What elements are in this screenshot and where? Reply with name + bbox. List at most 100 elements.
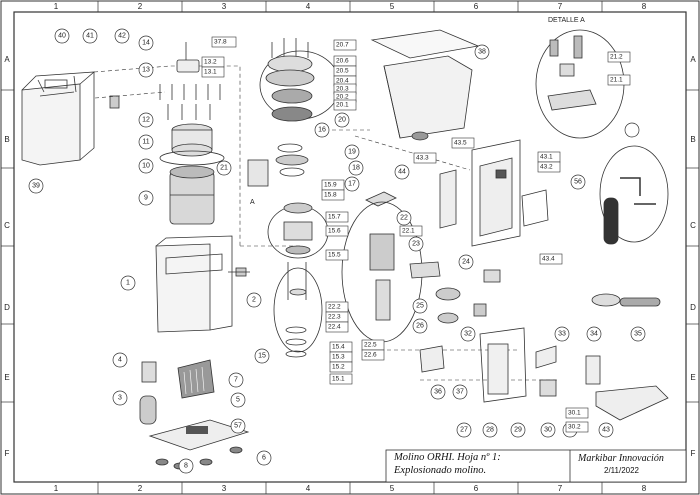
callout-number: 35 — [634, 331, 642, 338]
callout-number: 56 — [574, 179, 582, 186]
sub-item-label: 20.3 — [336, 86, 349, 93]
sub-item-label: 43.2 — [540, 164, 553, 171]
callout-number: 15 — [258, 353, 266, 360]
callout-number: 4 — [118, 357, 122, 364]
callout-number: 27 — [460, 427, 468, 434]
callout-number: 12 — [142, 117, 150, 124]
sub-item-label: 43.4 — [542, 256, 555, 263]
callout-number: 6 — [262, 455, 266, 462]
sub-item-label: 20.2 — [336, 94, 349, 101]
sub-item-label: 15.6 — [328, 228, 341, 235]
callout-number: 8 — [184, 463, 188, 470]
company-name: Markibar Innovación — [578, 453, 664, 464]
callout-number: 44 — [398, 169, 406, 176]
col-label-bottom: 6 — [474, 484, 479, 493]
detail-a-title: DETALLE A — [548, 17, 585, 24]
title-block — [385, 449, 687, 483]
row-label-right: A — [690, 55, 696, 64]
row-label-right: B — [690, 135, 695, 144]
row-label-right: E — [690, 373, 695, 382]
callout-number: 38 — [478, 49, 486, 56]
sub-item-label: 15.5 — [328, 252, 341, 259]
row-label-left: D — [4, 303, 10, 312]
callout-number: 28 — [486, 427, 494, 434]
callout-number: 5 — [236, 397, 240, 404]
sub-item-label: 20.5 — [336, 68, 349, 75]
sub-item-label: 20.1 — [336, 102, 349, 109]
sub-item-label: 15.8 — [324, 192, 337, 199]
sub-item-label: 22.2 — [328, 304, 341, 311]
callout-number: 9 — [144, 195, 148, 202]
callout-number: 22 — [400, 215, 408, 222]
callout-number: 20 — [338, 117, 346, 124]
row-label-left: C — [4, 221, 10, 230]
sub-item-label: 22.1 — [402, 228, 415, 235]
col-label-top: 7 — [558, 2, 563, 11]
sub-item-label: 30.1 — [568, 410, 581, 417]
row-label-left: A — [4, 55, 10, 64]
col-label-top: 1 — [54, 2, 59, 11]
sub-item-label: 43.3 — [416, 155, 429, 162]
callout-number: 30 — [544, 427, 552, 434]
col-label-top: 4 — [306, 2, 311, 11]
sub-item-label: 15.7 — [328, 214, 341, 221]
col-label-top: 5 — [390, 2, 395, 11]
callout-number: 41 — [86, 33, 94, 40]
callout-number: 25 — [416, 303, 424, 310]
sub-item-label: 22.4 — [328, 324, 341, 331]
callout-number: 2 — [252, 297, 256, 304]
exploded-parts — [21, 29, 669, 470]
detail-a-ref: A — [250, 199, 255, 206]
callout-number: 24 — [462, 259, 470, 266]
callout-number: 23 — [412, 241, 420, 248]
sub-item-label: 15.2 — [332, 364, 345, 371]
callout-number: 39 — [32, 183, 40, 190]
col-label-bottom: 1 — [54, 484, 59, 493]
callout-number: 33 — [558, 331, 566, 338]
col-label-bottom: 5 — [390, 484, 395, 493]
sub-item-label: 30.2 — [568, 424, 581, 431]
callout-number: 43 — [602, 427, 610, 434]
sub-item-label: 21.1 — [610, 77, 623, 84]
col-label-top: 2 — [138, 2, 143, 11]
row-label-right: C — [690, 221, 696, 230]
callout-number: 3 — [118, 395, 122, 402]
callout-number: 34 — [590, 331, 598, 338]
callout-number: 42 — [118, 33, 126, 40]
col-label-bottom: 8 — [642, 484, 647, 493]
upper-housing-drawing — [21, 71, 96, 166]
row-label-left: E — [4, 373, 9, 382]
col-label-top: 3 — [222, 2, 227, 11]
sub-item-label: 20.4 — [336, 78, 349, 85]
sub-item-label: 22.3 — [328, 314, 341, 321]
sub-item-label: 21.2 — [610, 54, 623, 61]
callout-number: 10 — [142, 163, 150, 170]
sub-item-label: 15.3 — [332, 354, 345, 361]
callout-number: 26 — [416, 323, 424, 330]
callout-number: 13 — [142, 67, 150, 74]
callout-number: 1 — [126, 280, 130, 287]
sub-item-label: 15.4 — [332, 344, 345, 351]
callout-number: 17 — [348, 181, 356, 188]
callout-number: 21 — [220, 165, 228, 172]
col-label-top: 8 — [642, 2, 647, 11]
drawing-subtitle: Explosionado molino. — [394, 465, 487, 476]
sub-item-label: 43.5 — [454, 140, 467, 147]
col-label-top: 6 — [474, 2, 479, 11]
callout-number: 36 — [434, 389, 442, 396]
sub-item-label: 22.6 — [364, 352, 377, 359]
callout-number: 16 — [318, 127, 326, 134]
sub-item-label: 13.1 — [204, 69, 217, 76]
sub-item-label: 15.9 — [324, 182, 337, 189]
sub-item-label: 43.1 — [540, 154, 553, 161]
sub-item-label: 20.7 — [336, 42, 349, 49]
sub-item-label: 13.2 — [204, 59, 217, 66]
callout-number: 11 — [142, 139, 149, 146]
row-label-left: B — [4, 135, 9, 144]
col-label-bottom: 4 — [306, 484, 311, 493]
callout-number: 14 — [142, 40, 150, 47]
col-label-bottom: 2 — [138, 484, 143, 493]
sub-item-label: 15.1 — [332, 376, 345, 383]
col-label-bottom: 7 — [558, 484, 563, 493]
sub-item-label: 37.8 — [214, 39, 227, 46]
